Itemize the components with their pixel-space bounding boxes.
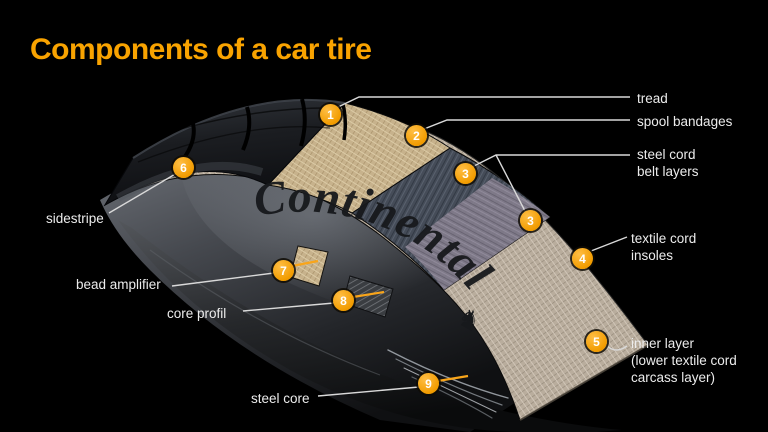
- badge-8-number: 8: [340, 293, 347, 308]
- badge-4: 4: [572, 248, 593, 269]
- badge-8: 8: [333, 290, 354, 311]
- badge-3b-number: 3: [527, 213, 534, 228]
- spool-bandage-layer: [266, 102, 451, 214]
- badge-3b: 3: [520, 210, 541, 231]
- badge-4-number: 4: [579, 251, 586, 266]
- leader-lines: [108, 96, 630, 397]
- badge-3a: 3: [455, 163, 476, 184]
- badge-5: 5: [586, 331, 607, 352]
- label-spool-bandages: spool bandages: [637, 114, 733, 129]
- label-steel-core: steel core: [251, 391, 310, 406]
- badge-3a-number: 3: [462, 166, 469, 181]
- label-textile-cord-insoles: textile cord insoles: [631, 231, 697, 263]
- badge-5-number: 5: [593, 334, 600, 349]
- badge-2-number: 2: [413, 128, 420, 143]
- steel-cord-layer-light: [405, 178, 550, 290]
- label-steel-cord-belt-layers: steel cord belt layers: [637, 147, 699, 179]
- badge-6: 6: [173, 157, 194, 178]
- steel-core-sheen: [387, 349, 509, 419]
- sidestripe-band: [116, 161, 264, 202]
- label-inner-layer: inner layer (lower textile cord carcass …: [631, 336, 737, 385]
- tread-grooves: [137, 98, 348, 163]
- page-title: Components of a car tire: [30, 33, 372, 66]
- badge-1-number: 1: [327, 107, 334, 122]
- badge-7-number: 7: [280, 263, 287, 278]
- badge-9: 9: [418, 373, 439, 394]
- badge-6-number: 6: [180, 160, 187, 175]
- label-core-profil: core profil: [167, 306, 227, 321]
- label-sidestripe: sidestripe: [46, 211, 104, 226]
- label-bead-amplifier: bead amplifier: [76, 277, 161, 292]
- label-tread: tread: [637, 91, 668, 106]
- badge-9-number: 9: [425, 376, 432, 391]
- badge-2: 2: [406, 125, 427, 146]
- pointer-lines: [291, 259, 469, 383]
- badge-7: 7: [273, 260, 294, 281]
- badge-1: 1: [320, 104, 341, 125]
